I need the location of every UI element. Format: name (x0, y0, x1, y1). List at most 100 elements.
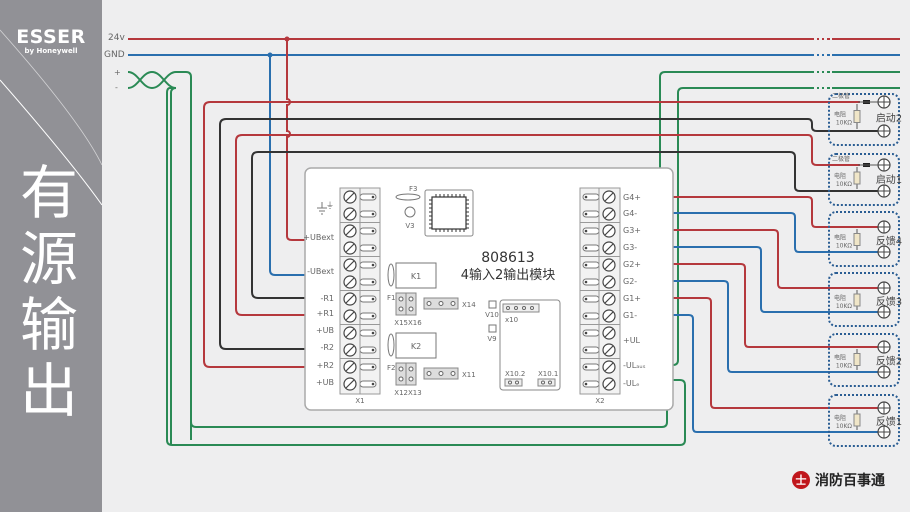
wire-entry-dot (584, 212, 588, 216)
plus-glyph (878, 366, 890, 378)
loop-out-wire (166, 87, 686, 446)
wire-entry-dot (584, 314, 588, 318)
screw-slot (604, 311, 614, 321)
g-terminal-wire (640, 280, 880, 373)
relay-coil (387, 263, 395, 287)
screw-slot (604, 362, 614, 372)
module-name: 4输入2输出模块 (461, 267, 556, 283)
device-name: 启动2 (876, 112, 902, 125)
bus-loop-b-wire (640, 87, 810, 366)
wire-entry-dot (371, 365, 375, 369)
terminal-block-label-x1: X1 (355, 397, 364, 405)
screw-slot (345, 243, 355, 253)
fuse-f3 (395, 193, 421, 201)
connector-pin (541, 380, 545, 385)
led-v3 (404, 206, 416, 218)
resistor-value: 10KΩ (836, 363, 853, 370)
connector-pin (506, 306, 510, 310)
plus-glyph (878, 159, 890, 171)
connector-x10 (502, 303, 540, 313)
screw-slot (345, 311, 355, 321)
resistor-label: 电阻 (834, 414, 846, 422)
bus-label-plus: + (114, 68, 121, 77)
wire-entry-dot (584, 195, 588, 199)
jumper-pin (408, 376, 414, 382)
device-dashed-box (828, 394, 900, 447)
g-terminal-wire (640, 297, 880, 409)
page-title: 有 源 输 出 (14, 160, 84, 424)
terminal-label-right: G2- (623, 277, 637, 286)
device-name: 反馈2 (876, 355, 902, 368)
terminal-label-right: G1+ (623, 294, 641, 303)
terminal-label-left: +R1 (317, 309, 334, 318)
screw-slot (345, 379, 355, 389)
terminal-label-right: +UL (623, 336, 641, 345)
wire-entry-dot (371, 314, 375, 318)
resistor-icon (853, 110, 861, 123)
module-code: 808613 (481, 250, 534, 266)
wire-entry-dot (584, 331, 588, 335)
jumper-label: X14 (462, 301, 476, 309)
connector-pin (548, 380, 552, 385)
wire-entry-dot (371, 382, 375, 386)
bus-label-24v: 24v (108, 33, 125, 43)
screw-slot (345, 260, 355, 270)
connector-pin (515, 380, 519, 385)
device-name: 反馈3 (876, 295, 902, 308)
resistor-value: 10KΩ (836, 243, 853, 250)
screw-slot (604, 345, 614, 355)
screw-slot (345, 362, 355, 372)
sidebar: ESSER by Honeywell 有 源 输 出 (0, 0, 102, 512)
device-dashed-box (828, 211, 900, 267)
resistor-icon (853, 353, 861, 366)
resistor-label: 电阻 (834, 111, 846, 119)
screw-slot (604, 328, 614, 338)
jumper-pin (398, 306, 404, 312)
footer-logo: 士 消防百事通 (792, 470, 885, 490)
connector-small (537, 378, 556, 387)
footer-text: 消防百事通 (815, 473, 885, 489)
terminal-block-label-x2: X2 (595, 397, 604, 405)
resistor-icon (853, 233, 861, 246)
led-label: V9 (487, 335, 496, 343)
g-terminal-wire (640, 229, 880, 289)
wire-entry-dot (584, 382, 588, 386)
r1-minus-wire (251, 151, 880, 299)
terminal-label-right: G4+ (623, 193, 641, 202)
g-terminal-wire (640, 263, 880, 348)
loop-plus-wire (127, 71, 192, 440)
diode-label: 二极管 (832, 92, 850, 100)
r2-minus-wire (219, 118, 880, 350)
jumper-pin (408, 366, 414, 372)
terminal-label-right: G4- (623, 209, 637, 218)
jumper-label: X11 (462, 371, 476, 379)
device-dashed-box (828, 93, 900, 146)
jumper-pin (408, 296, 414, 302)
wire-entry-dot (371, 331, 375, 335)
jumper-pin (398, 376, 404, 382)
device-dashed-box (828, 333, 900, 387)
wire-entry-dot (371, 297, 375, 301)
screw-slot (604, 209, 614, 219)
led-v10 (488, 300, 497, 309)
relay (395, 262, 437, 289)
led-label: V10 (485, 311, 499, 319)
resistor-icon (853, 171, 861, 185)
device-name: 反馈1 (876, 415, 902, 428)
screw-slot (604, 294, 614, 304)
terminal-label-right: G1- (623, 311, 637, 320)
wire-entry-dot (584, 297, 588, 301)
plus-glyph (878, 221, 890, 233)
screw-slot (345, 294, 355, 304)
ubext-minus-wire (269, 55, 305, 276)
connector-small (504, 378, 523, 387)
jumper-pin (398, 366, 404, 372)
screw-slot (345, 209, 355, 219)
resistor-label: 电阻 (834, 354, 846, 362)
wire-entry-dot (371, 348, 375, 352)
device-name: 启动1 (876, 173, 902, 186)
jumper-pin (438, 371, 444, 376)
